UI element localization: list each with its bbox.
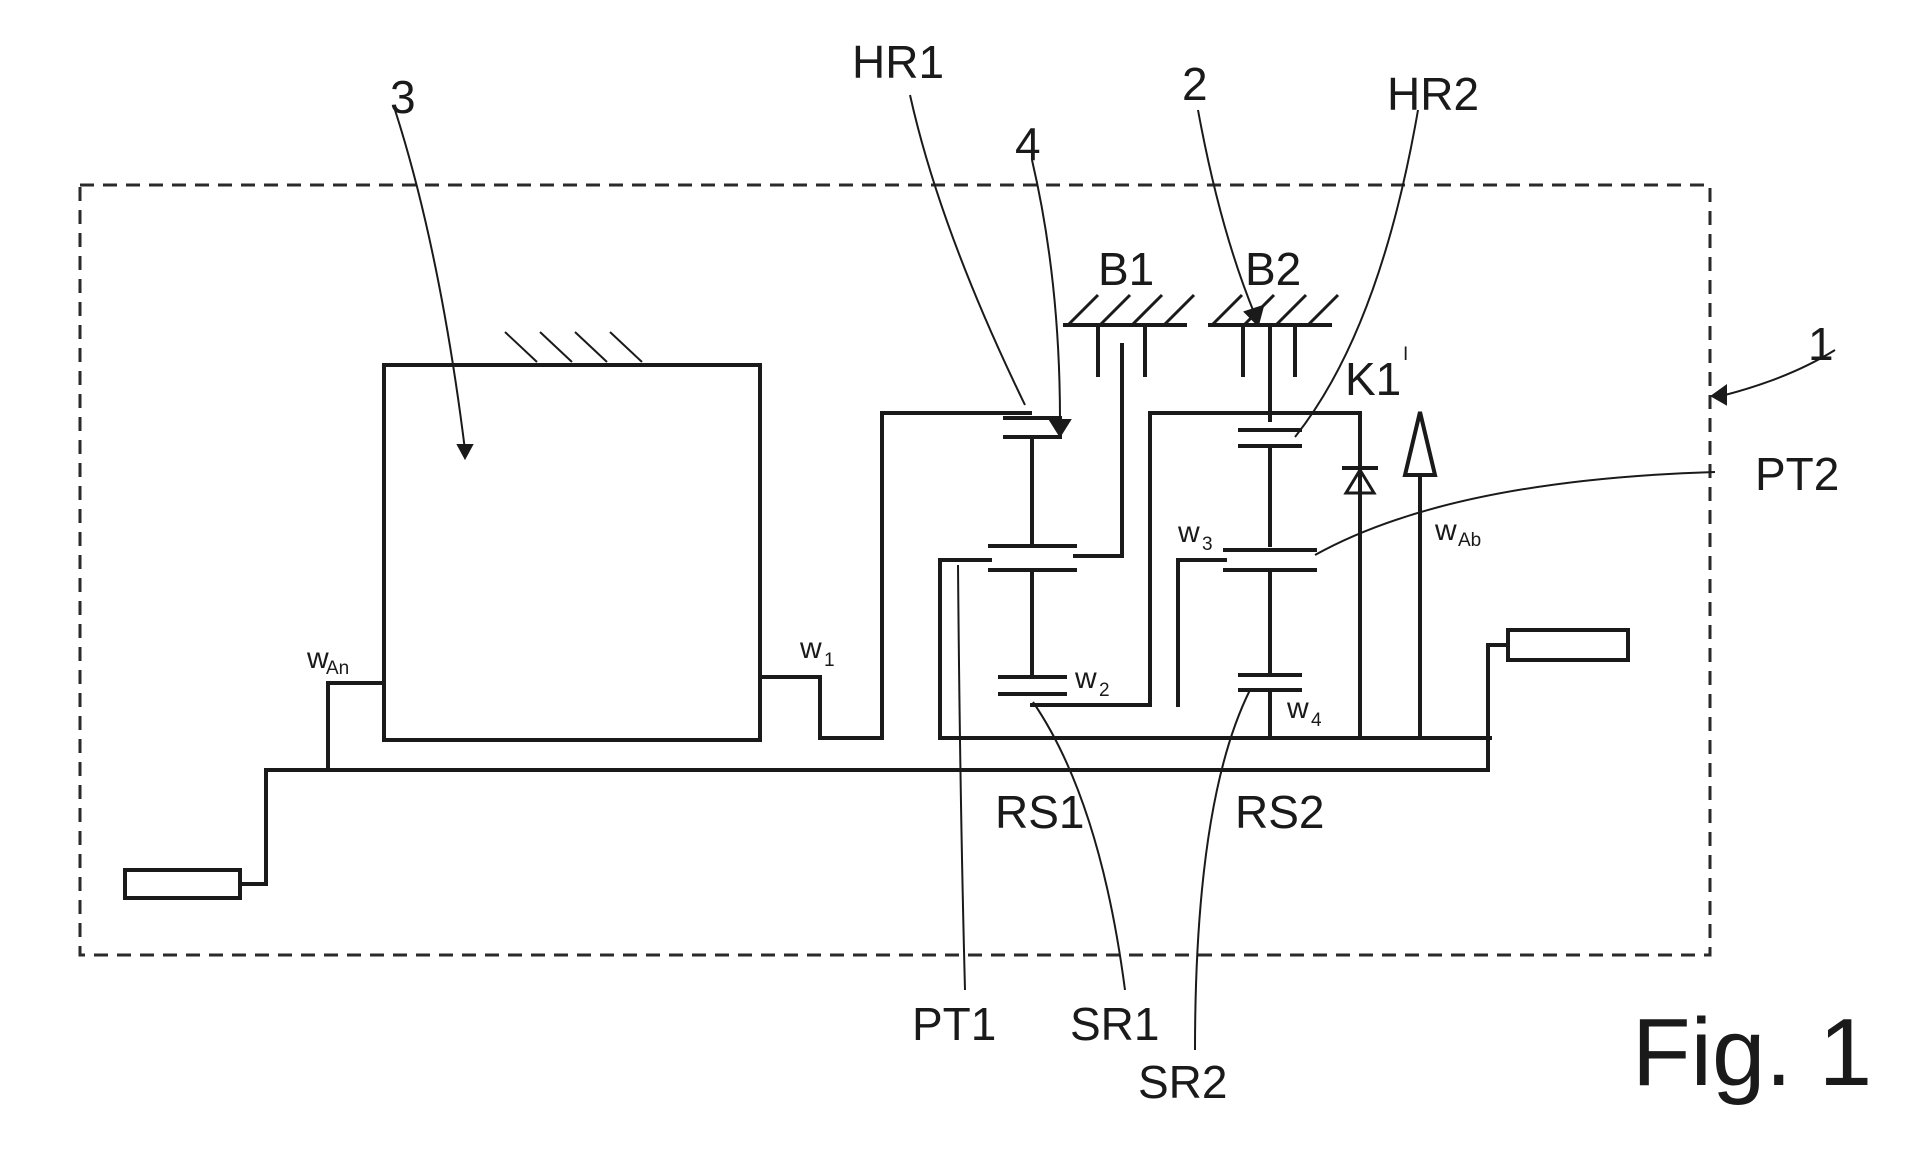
main-shaft — [123, 628, 1630, 900]
label-B1: B1 — [1098, 243, 1154, 295]
label-wAn: w An — [306, 642, 349, 679]
svg-text:w: w — [799, 632, 822, 665]
label-ref-1: 1 — [1808, 318, 1834, 370]
label-SR1: SR1 — [1070, 998, 1159, 1050]
svg-text:4: 4 — [1311, 710, 1322, 731]
label-HR1: HR1 — [852, 36, 944, 88]
planetary-set-2 — [1176, 411, 1438, 740]
label-K1-prime: I — [1403, 344, 1408, 365]
svg-text:w: w — [1074, 662, 1097, 695]
svg-text:An: An — [326, 658, 349, 679]
svg-text:w: w — [1177, 516, 1200, 549]
leader-lines — [394, 94, 1836, 1051]
label-w3: w 3 — [1177, 516, 1213, 555]
label-w2: w 2 — [1074, 662, 1110, 701]
input-shaft-stub — [123, 868, 242, 900]
svg-text:Ab: Ab — [1458, 530, 1481, 551]
output-arrow-icon — [1402, 411, 1438, 477]
label-ref-2: 2 — [1182, 58, 1208, 110]
electric-machine — [326, 331, 1032, 772]
label-ref-4: 4 — [1015, 118, 1041, 170]
housing-boundary — [78, 183, 1712, 957]
label-PT2: PT2 — [1755, 448, 1839, 500]
svg-text:w: w — [1286, 692, 1309, 725]
label-w4: w 4 — [1286, 692, 1322, 731]
svg-text:w: w — [1434, 514, 1457, 547]
output-shaft-stub — [1506, 628, 1630, 662]
label-ref-3: 3 — [390, 71, 416, 123]
svg-text:1: 1 — [824, 650, 835, 671]
brake-B2 — [1208, 293, 1340, 422]
label-SR2: SR2 — [1138, 1056, 1227, 1108]
brake-B1 — [1063, 293, 1196, 377]
svg-text:w: w — [306, 642, 329, 675]
svg-text:3: 3 — [1202, 534, 1213, 555]
label-K1: K1 — [1345, 353, 1401, 405]
label-PT1: PT1 — [912, 998, 996, 1050]
label-wAb: w Ab — [1434, 514, 1481, 551]
figure-caption: Fig. 1 — [1632, 999, 1872, 1106]
label-HR2: HR2 — [1387, 68, 1479, 120]
label-RS2: RS2 — [1235, 786, 1324, 838]
svg-text:2: 2 — [1099, 680, 1110, 701]
planetary-set-1 — [938, 343, 1492, 740]
label-B2: B2 — [1245, 243, 1301, 295]
label-w1: w 1 — [799, 632, 835, 671]
label-RS1: RS1 — [995, 786, 1084, 838]
machine-box — [382, 363, 762, 742]
